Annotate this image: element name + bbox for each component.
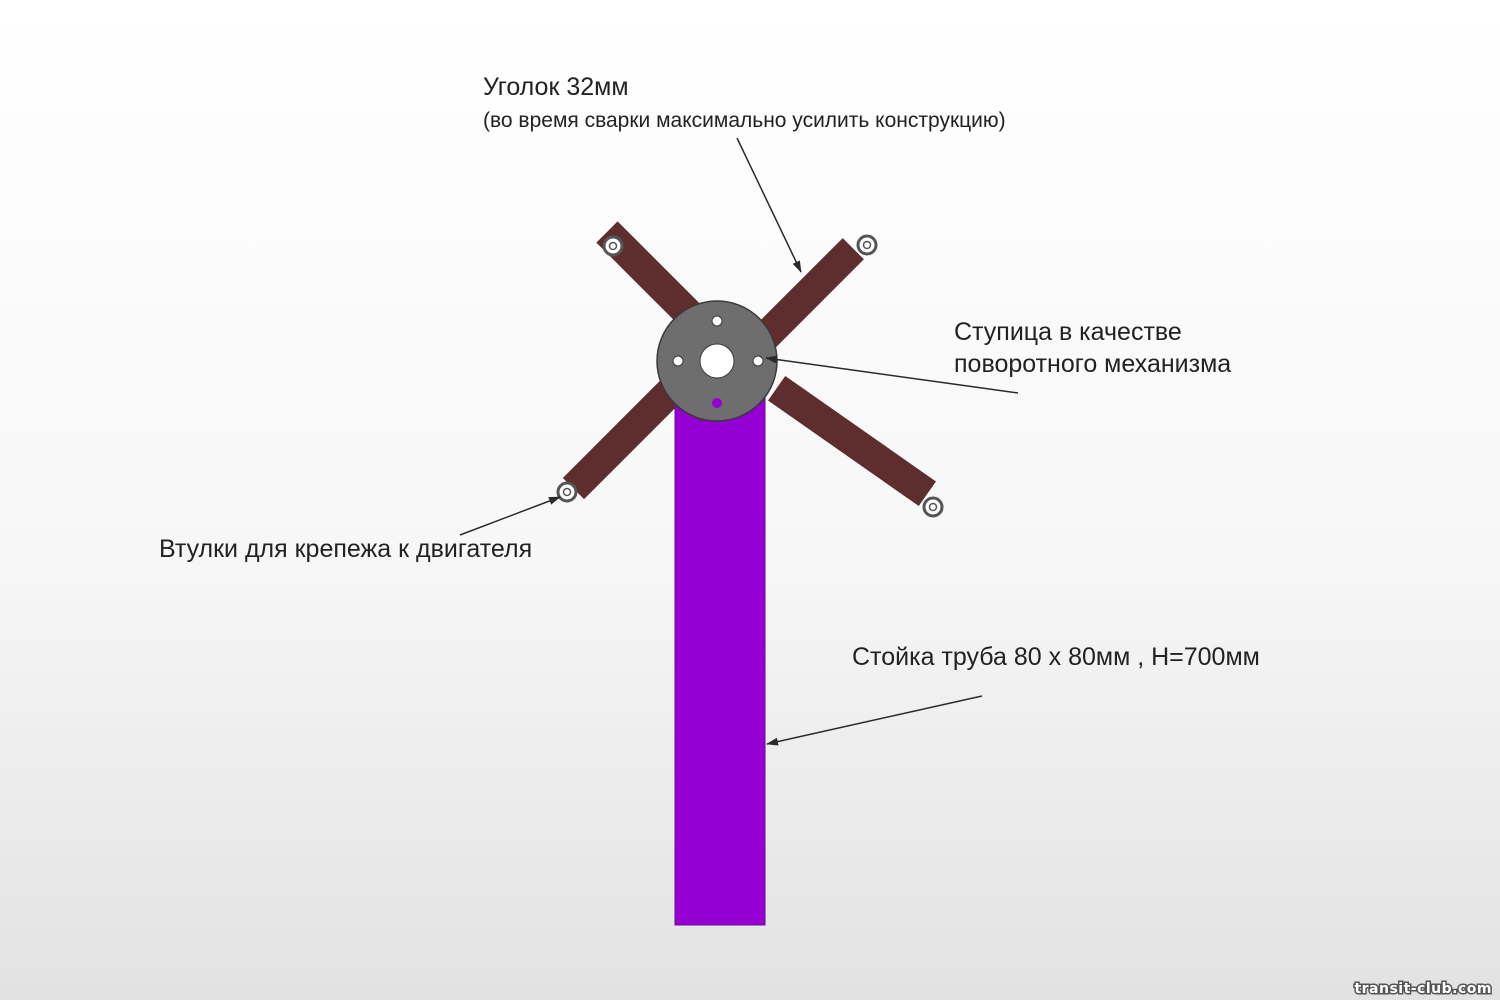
arrow-angle	[736, 137, 802, 273]
label-post: Стойка труба 80 х 80мм , H=700мм	[852, 643, 1260, 671]
label-bushings: Втулки для крепежа к двигателя	[159, 535, 532, 563]
hub-bolt-hole	[752, 355, 764, 367]
watermark: transit-club.com	[1354, 981, 1492, 997]
hub-bolt-hole-post	[712, 398, 722, 408]
label-angle-note: (во время сварки максимально усилить кон…	[483, 109, 1006, 132]
label-hub-line2: поворотного механизма	[954, 350, 1231, 378]
bushing-icon	[856, 234, 878, 256]
angle-bar-lower-right	[768, 375, 936, 507]
arrow-post	[766, 695, 983, 746]
arrow-hub	[765, 355, 1019, 394]
angle-bar-lower-left	[562, 364, 698, 500]
leader-arrows	[459, 137, 1019, 746]
label-angle-title: Уголок 32мм	[483, 73, 629, 101]
bushings	[556, 234, 944, 518]
bushing-icon	[922, 496, 944, 518]
bushing-icon	[556, 481, 578, 503]
label-hub-line1: Ступица в качестве	[954, 318, 1182, 346]
hub	[656, 300, 778, 422]
hub-center-hole	[699, 343, 735, 379]
arrow-bushings	[459, 496, 561, 536]
post-tube	[674, 394, 766, 926]
bushing-icon	[602, 235, 624, 257]
hub-bolt-hole	[711, 315, 723, 327]
hub-bolt-hole	[672, 355, 684, 367]
